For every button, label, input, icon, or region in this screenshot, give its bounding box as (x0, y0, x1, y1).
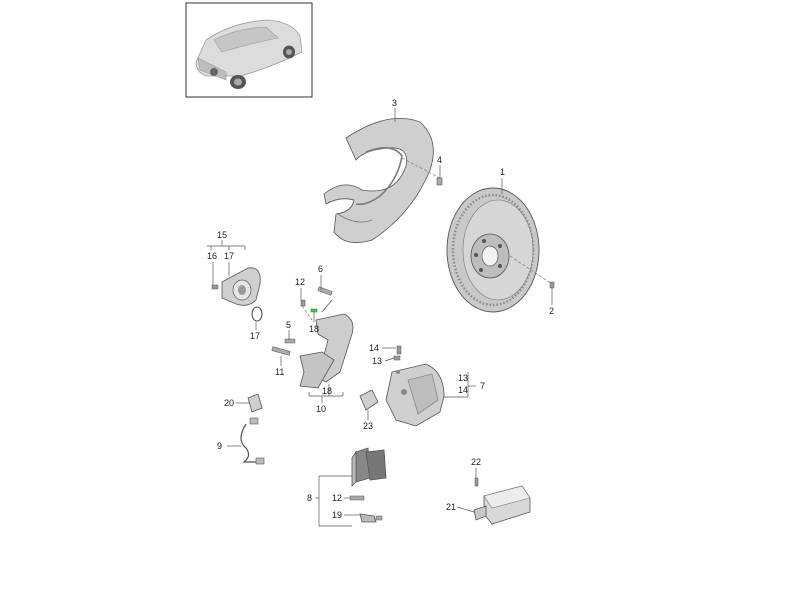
callout-3[interactable]: 3 (392, 98, 397, 108)
callout-14-left[interactable]: 14 (369, 343, 379, 353)
callout-13-right[interactable]: 13 (458, 373, 468, 383)
callout-1[interactable]: 1 (500, 167, 505, 177)
vehicle-thumbnail[interactable] (185, 2, 313, 98)
brake-caliper (385, 345, 445, 427)
callout-17-ring[interactable]: 17 (250, 331, 260, 341)
callout-19[interactable]: 19 (332, 510, 342, 520)
callout-4[interactable]: 4 (437, 155, 442, 165)
callout-21[interactable]: 21 (446, 502, 456, 512)
callout-12-carrier[interactable]: 12 (295, 277, 305, 287)
vehicle-thumbnail-icon (195, 19, 303, 89)
callout-8[interactable]: 8 (307, 493, 312, 503)
control-unit (473, 477, 531, 525)
caliper-carrier (299, 299, 354, 389)
callout-12-pads[interactable]: 12 (332, 493, 342, 503)
callout-22[interactable]: 22 (471, 457, 481, 467)
sensor-clip (247, 393, 263, 413)
callout-5[interactable]: 5 (286, 320, 291, 330)
o-ring (251, 306, 263, 322)
disc-screw (549, 281, 555, 289)
callout-17-top[interactable]: 17 (224, 251, 234, 261)
callout-7[interactable]: 7 (480, 381, 485, 391)
callout-18-top[interactable]: 18 (309, 324, 319, 334)
wear-sensor-cable (240, 417, 265, 465)
callout-20[interactable]: 20 (224, 398, 234, 408)
carrier-bolts (271, 286, 333, 356)
shield-bolt (436, 177, 443, 186)
callout-9[interactable]: 9 (217, 441, 222, 451)
brake-line-fitting (359, 389, 379, 411)
callout-23[interactable]: 23 (363, 421, 373, 431)
callout-11[interactable]: 11 (275, 367, 284, 377)
callout-2[interactable]: 2 (549, 306, 554, 316)
pad-small-parts (349, 495, 383, 523)
callout-6[interactable]: 6 (318, 264, 323, 274)
sensor-housing (211, 267, 261, 306)
brake-pads (351, 447, 387, 487)
brake-disc-icon (446, 187, 540, 313)
callout-13-left[interactable]: 13 (372, 356, 382, 366)
callout-10[interactable]: 10 (316, 404, 326, 414)
callout-14-right[interactable]: 14 (458, 385, 468, 395)
callout-15[interactable]: 15 (217, 230, 227, 240)
leader-lines (207, 108, 553, 527)
brake-dust-shield-icon (323, 118, 434, 244)
callout-labels: 1 2 3 4 5 6 7 8 9 10 11 12 12 13 13 14 1… (207, 98, 554, 520)
callout-18-bottom[interactable]: 18 (322, 386, 332, 396)
callout-16[interactable]: 16 (207, 251, 217, 261)
